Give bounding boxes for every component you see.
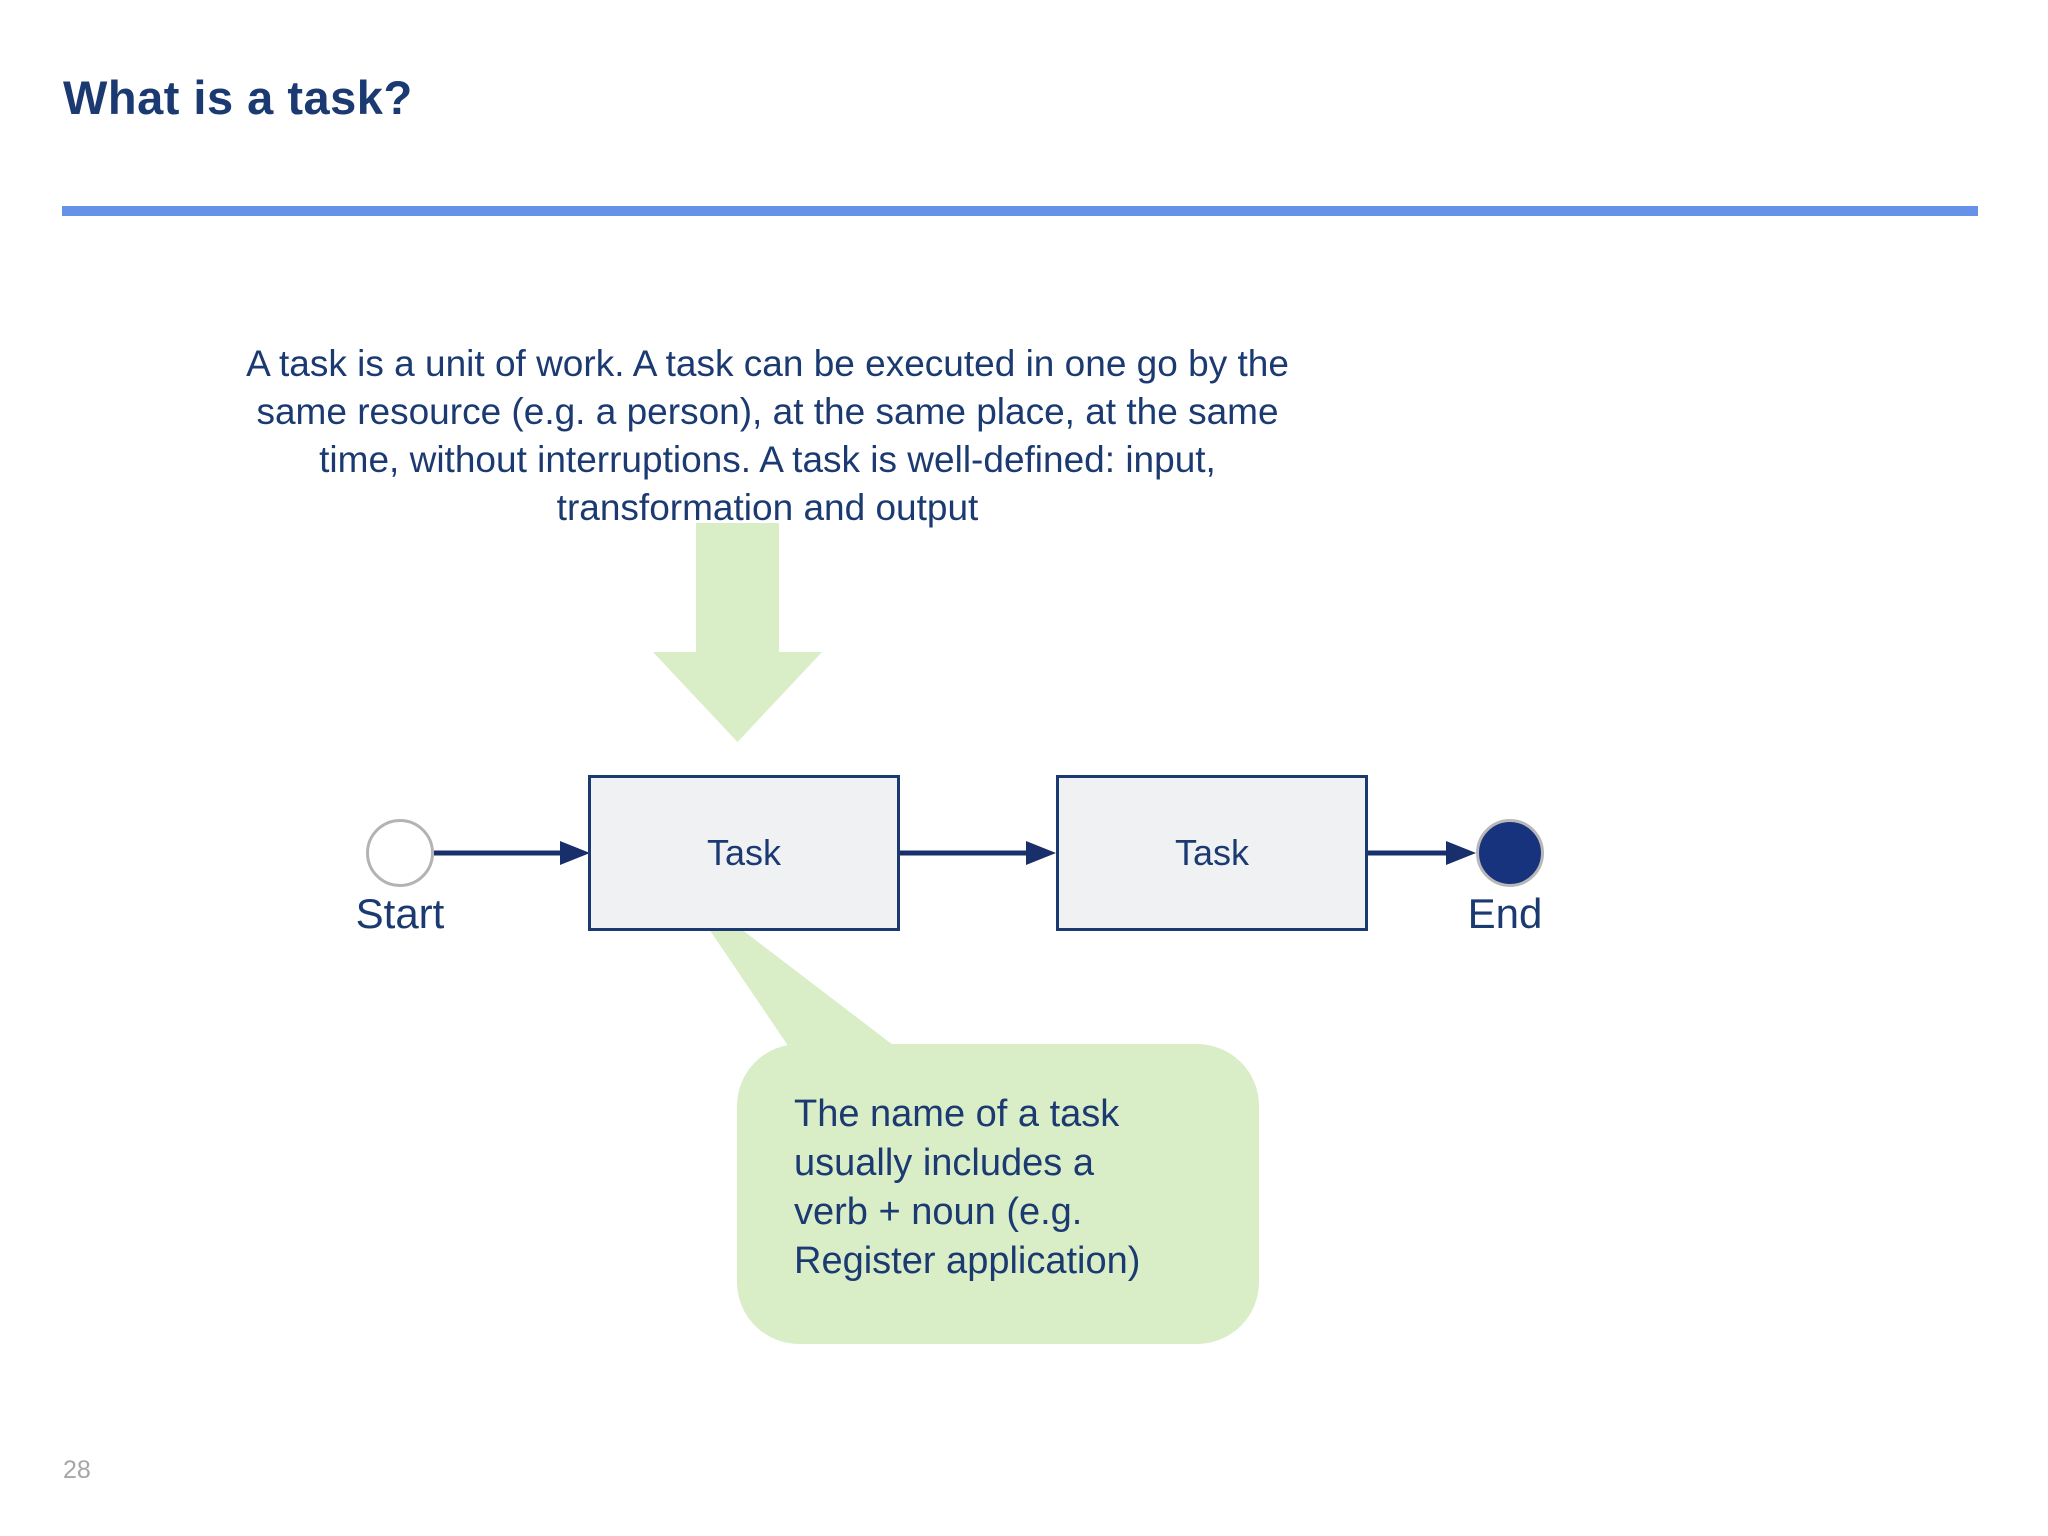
intro-text-line: time, without interruptions. A task is w… — [319, 439, 1216, 480]
task-box-1-label: Task — [706, 832, 782, 873]
arrowhead-icon — [560, 841, 590, 865]
intro-text-line: A task is a unit of work. A task can be … — [246, 343, 1289, 384]
connector-task1-to-task2 — [900, 841, 1056, 865]
callout-text-line: usually includes a — [794, 1142, 1094, 1184]
callout-text-line: verb + noun (e.g. — [794, 1191, 1083, 1233]
end-event-circle — [1476, 819, 1544, 887]
connector-task2-to-end — [1368, 841, 1476, 865]
task-box-1: Task — [588, 775, 900, 931]
page-title: What is a task? — [63, 71, 413, 124]
start-label: Start — [355, 890, 445, 937]
end-label: End — [1467, 890, 1543, 937]
page-number: 28 — [63, 1456, 91, 1484]
title-underline — [62, 206, 1978, 216]
callout-text: The name of a task usually includes a ve… — [794, 1090, 1140, 1286]
task-box-2-label: Task — [1174, 832, 1250, 873]
connector-start-to-task1 — [434, 841, 590, 865]
intro-text-line: same resource (e.g. a person), at the sa… — [256, 391, 1279, 432]
callout-bubble: The name of a task usually includes a ve… — [737, 1044, 1259, 1344]
callout-text-line: Register application) — [794, 1240, 1141, 1282]
big-down-arrow-icon — [653, 523, 822, 742]
arrowhead-icon — [1026, 841, 1056, 865]
intro-text-line: transformation and output — [556, 487, 979, 528]
callout-text-line: The name of a task — [794, 1093, 1120, 1135]
intro-text: A task is a unit of work. A task can be … — [150, 340, 1385, 532]
start-event-circle — [366, 819, 434, 887]
arrowhead-icon — [1446, 841, 1476, 865]
task-box-2: Task — [1056, 775, 1368, 931]
